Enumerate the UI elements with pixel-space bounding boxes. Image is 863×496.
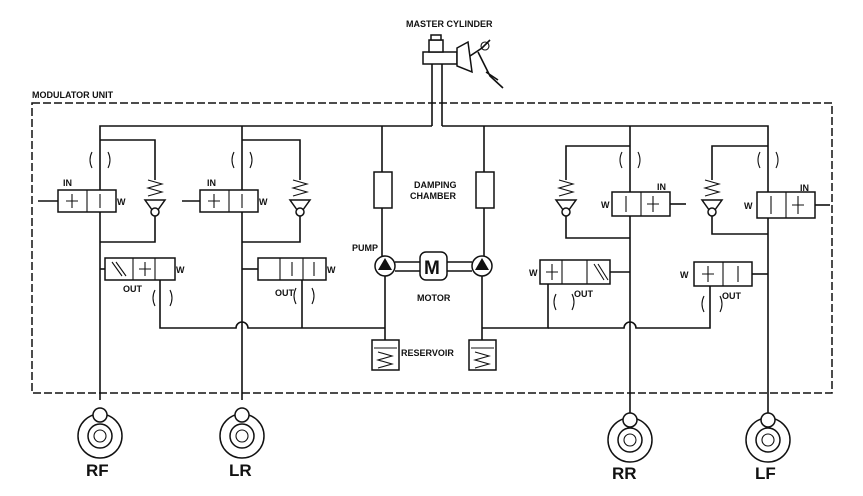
wheel-rr: RR: [607, 412, 653, 483]
channel-lf: W IN W OUT: [680, 145, 830, 420]
motor-label: MOTOR: [417, 293, 451, 303]
wheel-rf: RF: [77, 407, 123, 480]
modulator-unit-label: MODULATOR UNIT: [32, 90, 114, 100]
in-label-rf: IN: [63, 178, 72, 188]
svg-text:W: W: [744, 201, 753, 211]
out-label-rr: OUT: [574, 289, 594, 299]
wheel-label-rr: RR: [612, 464, 637, 483]
motor-symbol: M: [424, 258, 440, 279]
wheel-label-lf: LF: [755, 464, 776, 483]
svg-text:W: W: [601, 200, 610, 210]
modulator-unit: MODULATOR UNIT: [31, 90, 833, 394]
wheel-lr: LR: [219, 407, 265, 480]
out-valve-rf: W OUT: [100, 257, 185, 300]
in-label-rr: IN: [657, 182, 666, 192]
damping-chamber-left: [373, 171, 393, 256]
svg-text:W: W: [176, 265, 185, 275]
in-label-lf: IN: [800, 183, 809, 193]
out-label-lr: OUT: [275, 288, 295, 298]
in-valve-lf: W IN: [744, 183, 830, 219]
channel-rr: W IN W OUT: [529, 145, 686, 420]
channel-rf: W IN W OUT: [38, 139, 185, 400]
reservoir-label: RESERVOIR: [401, 348, 454, 358]
in-valve-lr: W IN: [182, 178, 268, 213]
master-cylinder-label: MASTER CYLINDER: [406, 19, 493, 29]
out-valve-lr: W OUT: [242, 257, 336, 300]
in-valve-rf: W IN: [38, 178, 126, 213]
out-label-rf: OUT: [123, 284, 143, 294]
reservoir-left: [371, 339, 400, 371]
pump-label: PUMP: [352, 243, 378, 253]
in-label-lr: IN: [207, 178, 216, 188]
out-valve-lf: W OUT: [680, 261, 768, 301]
svg-text:W: W: [259, 197, 268, 207]
reservoir-right: [468, 339, 497, 371]
damping-label-line1: DAMPING: [414, 180, 457, 190]
in-valve-rr: W IN: [601, 182, 686, 217]
damping-chamber-right: [475, 171, 495, 256]
motor: M: [419, 251, 448, 281]
pump-left: [374, 255, 396, 277]
pump-right: [471, 255, 493, 277]
channel-lr: W IN W OUT: [182, 139, 336, 400]
wheel-label-rf: RF: [86, 461, 109, 480]
svg-text:W: W: [117, 197, 126, 207]
master-cylinder: MASTER CYLINDER: [406, 19, 504, 126]
svg-text:W: W: [680, 270, 689, 280]
svg-text:W: W: [529, 268, 538, 278]
wheel-label-lr: LR: [229, 461, 252, 480]
out-valve-rr: W OUT: [529, 259, 630, 300]
out-label-lf: OUT: [722, 291, 742, 301]
damping-label-line2: CHAMBER: [410, 191, 456, 201]
wheel-lf: LF: [745, 412, 791, 483]
svg-text:W: W: [327, 265, 336, 275]
